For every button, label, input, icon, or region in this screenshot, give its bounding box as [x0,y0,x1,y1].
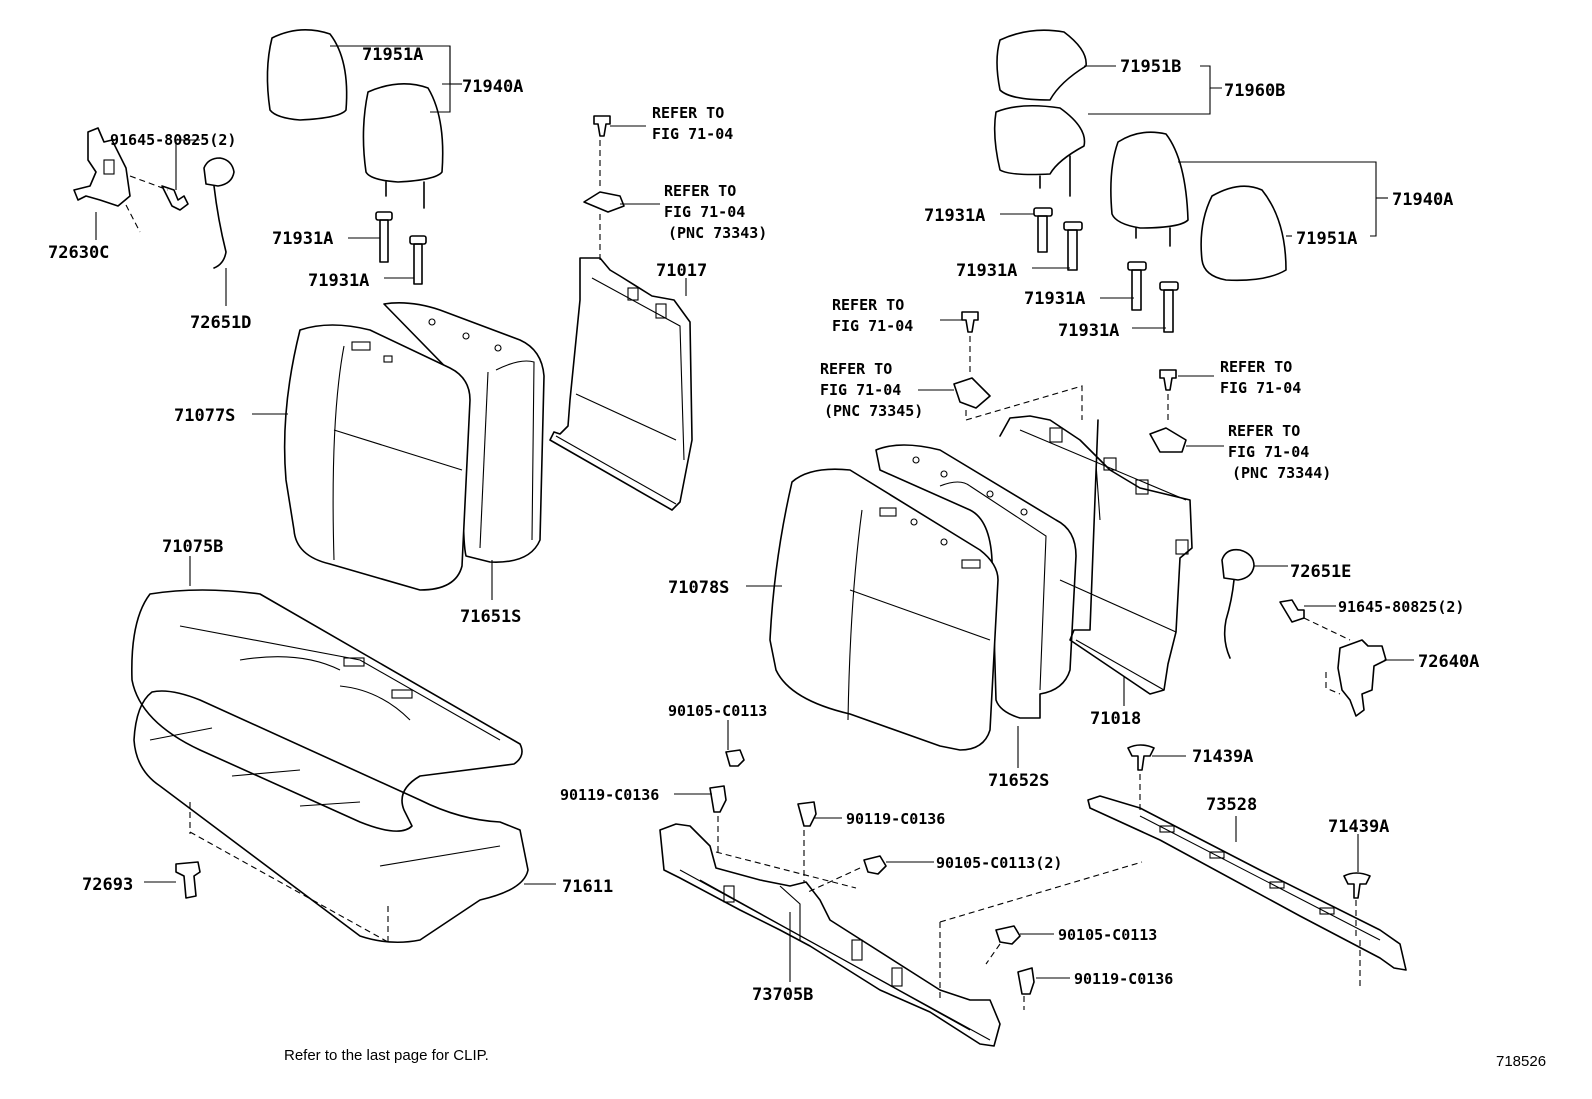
bolt-91645-left[interactable] [161,185,189,211]
bolt-90105-C0113-1[interactable] [725,749,745,767]
label-71018: 71018 [1090,709,1141,729]
label-90105-C0113-1: 90105-C0113 [668,702,767,720]
label-72640A: 72640A [1418,652,1479,672]
label-71931A-3: 71931A [924,206,985,226]
label-71611: 71611 [562,877,613,897]
seatback-71078S[interactable] [769,468,999,751]
cushion-cover-71075B[interactable] [131,589,523,832]
seat-frame-73705B[interactable] [659,823,1001,1047]
guide-71931A-right-2[interactable] [1063,221,1083,271]
label-71078S: 71078S [668,578,729,598]
seatback-cover-71652S[interactable] [875,444,1077,719]
refer-bolt-5[interactable] [1159,369,1177,391]
bolt-90105-C0113-3[interactable] [995,925,1021,945]
label-71439A-2: 71439A [1328,817,1389,837]
label-72693: 72693 [82,875,133,895]
label-72630C: 72630C [48,243,109,263]
seatback-frame-71018[interactable] [999,415,1193,695]
seatback-71077S[interactable] [283,324,471,591]
label-72651D: 72651D [190,313,251,333]
label-71077S: 71077S [174,406,235,426]
refer-note-1: REFER TO FIG 71-04 [652,104,733,143]
headrest-71951A-left[interactable] [266,29,348,121]
refer-bracket-2[interactable] [583,191,625,213]
label-71931A-2: 71931A [308,271,369,291]
refer-bracket-4[interactable] [953,377,991,409]
bolt-90105-C0113-2[interactable] [863,855,887,875]
refer-bolt-1[interactable] [593,115,611,137]
seatback-frame-71017[interactable] [549,257,693,511]
bolt-91645-right[interactable] [1279,599,1305,623]
refer-bracket-6[interactable] [1149,427,1187,453]
label-71075B: 71075B [162,537,223,557]
clip-72693[interactable] [175,861,201,899]
switch-72651E[interactable] [1221,548,1255,659]
bracket-72640A[interactable] [1337,639,1387,717]
label-72651E: 72651E [1290,562,1351,582]
label-71951A-left: 71951A [362,45,423,65]
label-91645-left: 91645-80825(2) [110,131,236,149]
footer-note: Refer to the last page for CLIP. [284,1047,489,1064]
headrest-71960B[interactable] [993,104,1086,197]
cushion-71611[interactable] [133,690,529,944]
label-90105-C0113-3: 90105-C0113 [1058,926,1157,944]
refer-note-3: REFER TO FIG 71-04 [832,296,913,335]
guide-71931A-left-1[interactable] [375,211,393,263]
guide-71931A-right-4[interactable] [1159,281,1179,333]
label-71651S: 71651S [460,607,521,627]
headrest-71940A-right[interactable] [1110,131,1189,247]
label-71017: 71017 [656,261,707,281]
label-90119-C0136-1: 90119-C0136 [560,786,659,804]
label-90119-C0136-3: 90119-C0136 [1074,970,1173,988]
figure-id: 718526 [1496,1053,1546,1070]
label-90105-C0113-2: 90105-C0113(2) [936,854,1062,872]
label-71931A-5: 71931A [1024,289,1085,309]
label-91645-right: 91645-80825(2) [1338,598,1464,616]
label-73528: 73528 [1206,795,1257,815]
label-71951B: 71951B [1120,57,1181,77]
label-71951A-right: 71951A [1296,229,1357,249]
refer-note-6: REFER TO FIG 71-04 (PNC 73344) [1228,422,1331,482]
refer-note-4: REFER TO FIG 71-04 (PNC 73345) [820,360,923,420]
headrest-71951B-top[interactable] [996,29,1087,101]
guide-71931A-right-1[interactable] [1033,207,1053,253]
headrest-71940A-left[interactable] [362,83,444,209]
guide-71931A-left-2[interactable] [409,235,427,285]
bolt-90119-C0136-1[interactable] [709,785,727,813]
label-71960B: 71960B [1224,81,1285,101]
refer-note-2: REFER TO FIG 71-04 (PNC 73343) [664,182,767,242]
headrest-71951A-right[interactable] [1200,185,1287,282]
switch-72651D[interactable] [203,157,235,269]
guide-71931A-right-3[interactable] [1127,261,1147,311]
label-71439A-1: 71439A [1192,747,1253,767]
bracket-72630C[interactable] [73,127,131,207]
label-73705B: 73705B [752,985,813,1005]
bolt-90119-C0136-2[interactable] [797,801,817,827]
clip-71439A-2[interactable] [1343,872,1371,899]
label-71940A-right: 71940A [1392,190,1453,210]
label-71931A-6: 71931A [1058,321,1119,341]
clip-71439A-1[interactable] [1127,744,1155,771]
label-90119-C0136-2: 90119-C0136 [846,810,945,828]
rail-73528[interactable] [1087,795,1407,971]
label-71652S: 71652S [988,771,1049,791]
refer-bolt-3[interactable] [961,311,979,333]
refer-note-5: REFER TO FIG 71-04 [1220,358,1301,397]
label-71940A-left: 71940A [462,77,523,97]
label-71931A-4: 71931A [956,261,1017,281]
label-71931A-1: 71931A [272,229,333,249]
bolt-90119-C0136-3[interactable] [1017,967,1035,995]
